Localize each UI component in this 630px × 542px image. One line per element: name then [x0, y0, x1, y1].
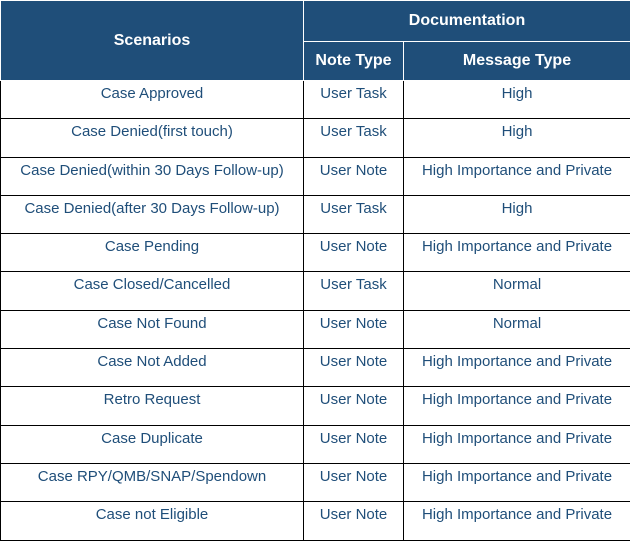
- scenario-cell: Case Not Added: [0, 348, 304, 388]
- scenario-cell: Case Approved: [0, 79, 304, 120]
- scenario-cell: Case Closed/Cancelled: [0, 271, 304, 311]
- message-type-cell: High Importance and Private: [402, 386, 630, 426]
- table-row: Case Denied(after 30 Days Follow-up)User…: [0, 194, 630, 235]
- message-type-cell: Normal: [402, 309, 630, 350]
- scenario-cell: Case Not Found: [0, 309, 304, 350]
- message-type-cell: High: [402, 79, 630, 120]
- note-type-cell: User Note: [303, 233, 404, 273]
- note-type-cell: User Note: [303, 348, 404, 388]
- note-type-header: Note Type: [303, 41, 404, 81]
- scenario-cell: Case Denied(after 30 Days Follow-up): [0, 194, 304, 235]
- message-type-cell: High Importance and Private: [402, 348, 630, 388]
- scenario-cell: Case not Eligible: [0, 501, 304, 541]
- note-type-cell: User Note: [303, 386, 404, 426]
- message-type-cell: High Importance and Private: [402, 462, 630, 503]
- note-type-cell: User Note: [303, 501, 404, 541]
- message-type-cell: High: [402, 194, 630, 235]
- note-type-cell: User Note: [303, 424, 404, 464]
- message-type-header: Message Type: [402, 41, 630, 81]
- note-type-cell: User Note: [303, 156, 404, 196]
- table-header: Scenarios Documentation Note Type Messag…: [0, 0, 630, 81]
- note-type-cell: User Task: [303, 271, 404, 311]
- scenario-cell: Retro Request: [0, 386, 304, 426]
- message-type-cell: High Importance and Private: [402, 156, 630, 196]
- scenario-cell: Case Denied(first touch): [0, 118, 304, 158]
- message-type-cell: High Importance and Private: [402, 501, 630, 541]
- message-type-cell: High Importance and Private: [402, 233, 630, 273]
- message-type-cell: High: [402, 118, 630, 158]
- note-type-cell: User Task: [303, 194, 404, 235]
- note-type-cell: User Note: [303, 309, 404, 350]
- message-type-cell: High Importance and Private: [402, 424, 630, 464]
- note-type-cell: User Task: [303, 79, 404, 120]
- table-row: Case Denied(within 30 Days Follow-up)Use…: [0, 156, 630, 196]
- message-type-cell: Normal: [402, 271, 630, 311]
- scenario-cell: Case Pending: [0, 233, 304, 273]
- scenario-cell: Case Duplicate: [0, 424, 304, 464]
- documentation-header: Documentation: [302, 0, 630, 42]
- note-type-cell: User Task: [303, 118, 404, 158]
- scenario-cell: Case RPY/QMB/SNAP/Spendown: [0, 462, 304, 503]
- scenarios-header: Scenarios: [0, 0, 304, 81]
- scenario-cell: Case Denied(within 30 Days Follow-up): [0, 156, 304, 196]
- note-type-cell: User Note: [303, 462, 404, 503]
